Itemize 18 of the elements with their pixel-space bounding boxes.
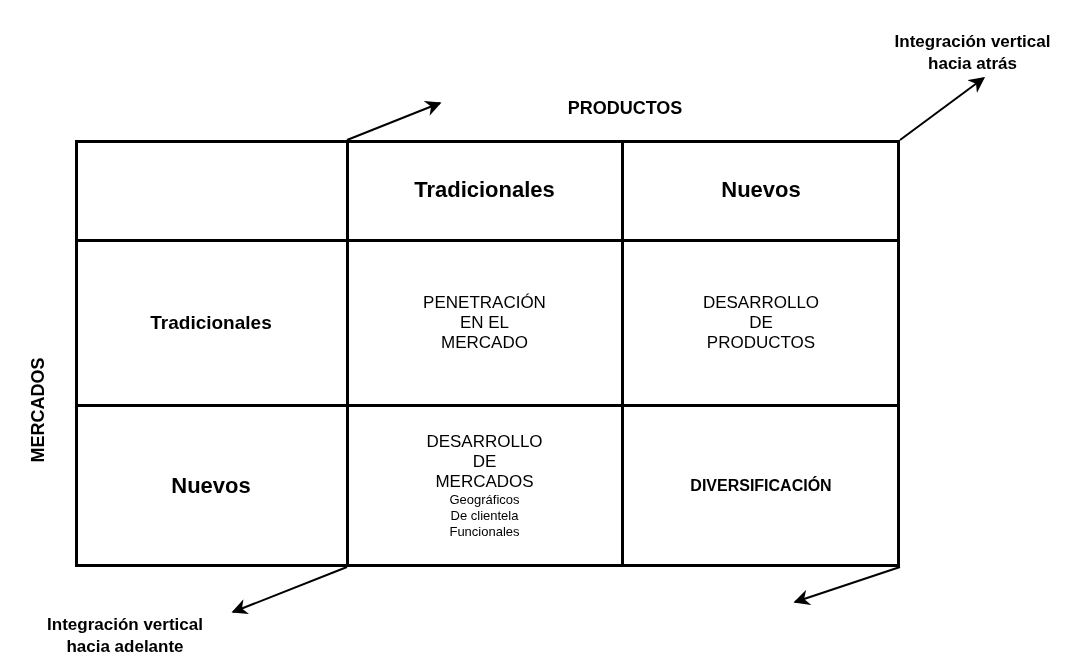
matrix-table (75, 140, 900, 567)
cell-text: Tradicionales (150, 311, 272, 334)
annotation-text: Integración vertical hacia atrás (893, 31, 1052, 75)
cell-text: Tradicionales (414, 177, 555, 203)
annotation-text: Integración vertical hacia adelante (46, 614, 204, 658)
axis-title: PRODUCTOS (566, 98, 684, 119)
axis-title: MERCADOS (28, 356, 49, 465)
cell-text: Nuevos (171, 473, 251, 499)
cell-text: DIVERSIFICACIÓN (690, 477, 832, 495)
cell-subtext: Geográficos De clientela Funcionales (448, 492, 521, 540)
arrow (231, 566, 348, 615)
arrow (346, 100, 442, 141)
cell-text: DESARROLLO DE PRODUCTOS (701, 292, 821, 353)
cell-text: DESARROLLO DE MERCADOS (425, 432, 544, 492)
arrow (899, 77, 986, 141)
cell-text: Nuevos (721, 177, 801, 203)
arrow (793, 566, 901, 606)
cell-text: PENETRACIÓN EN EL MERCADO (422, 292, 547, 353)
